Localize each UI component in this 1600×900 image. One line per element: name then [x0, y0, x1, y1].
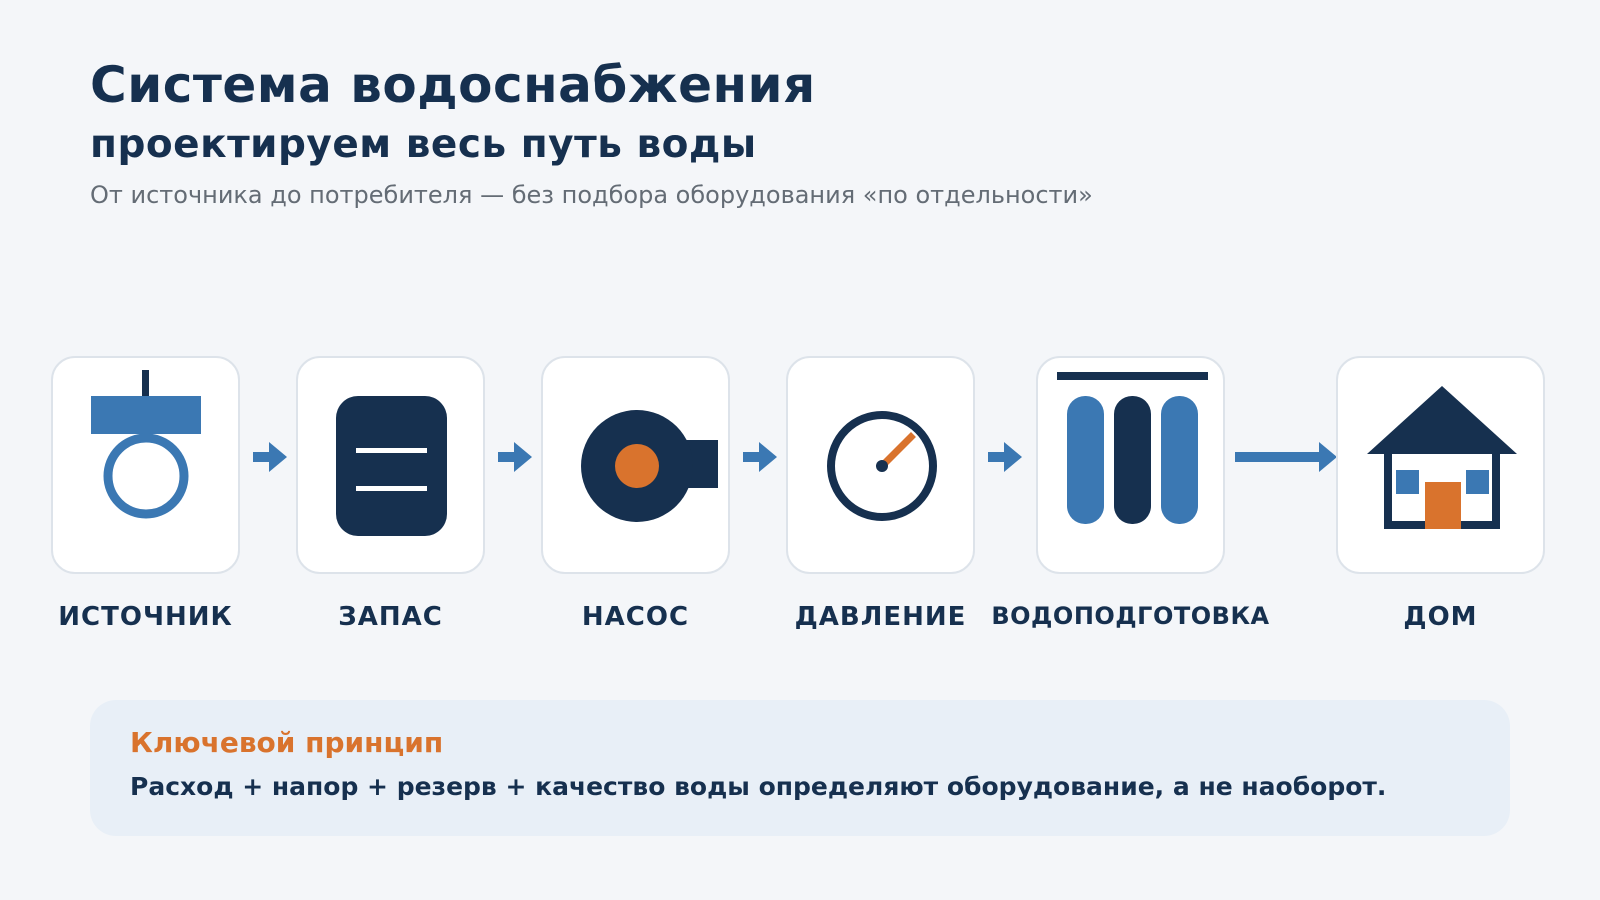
flow-arrow-1 [253, 442, 287, 472]
pressure-gauge-icon [827, 411, 937, 521]
key-principle-panel: Ключевой принцип Расход + напор + резерв… [90, 700, 1510, 836]
flow-arrow-2 [498, 442, 532, 472]
page-tagline: От источника до потребителя — без подбор… [90, 181, 1093, 209]
step-label-pump: НАСОС [581, 602, 690, 632]
step-label-storage: ЗАПАС [338, 602, 443, 632]
pump-icon [581, 410, 718, 522]
step-card-house [1336, 356, 1545, 574]
flow-arrow-4 [988, 442, 1022, 472]
well-source-icon [91, 370, 201, 519]
flow-arrow-5 [1235, 442, 1337, 472]
step-card-storage [296, 356, 485, 574]
step-card-pressure [786, 356, 975, 574]
water-filter-icon [1057, 372, 1208, 524]
step-card-pump [541, 356, 730, 574]
step-label-treatment: ВОДОПОДГОТОВКА [991, 602, 1270, 630]
page-subtitle: проектируем весь путь воды [90, 122, 757, 167]
house-icon [1367, 386, 1517, 529]
step-label-house: ДОМ [1403, 602, 1478, 632]
key-principle-text: Расход + напор + резерв + качество воды … [130, 772, 1387, 801]
key-principle-title: Ключевой принцип [130, 726, 444, 759]
step-label-source: ИСТОЧНИК [58, 602, 233, 632]
flow-arrow-3 [743, 442, 777, 472]
storage-tank-icon [336, 396, 447, 536]
page-title: Система водоснабжения [90, 56, 816, 114]
step-card-source [51, 356, 240, 574]
step-card-treatment [1036, 356, 1225, 574]
step-label-pressure: ДАВЛЕНИЕ [794, 602, 967, 632]
